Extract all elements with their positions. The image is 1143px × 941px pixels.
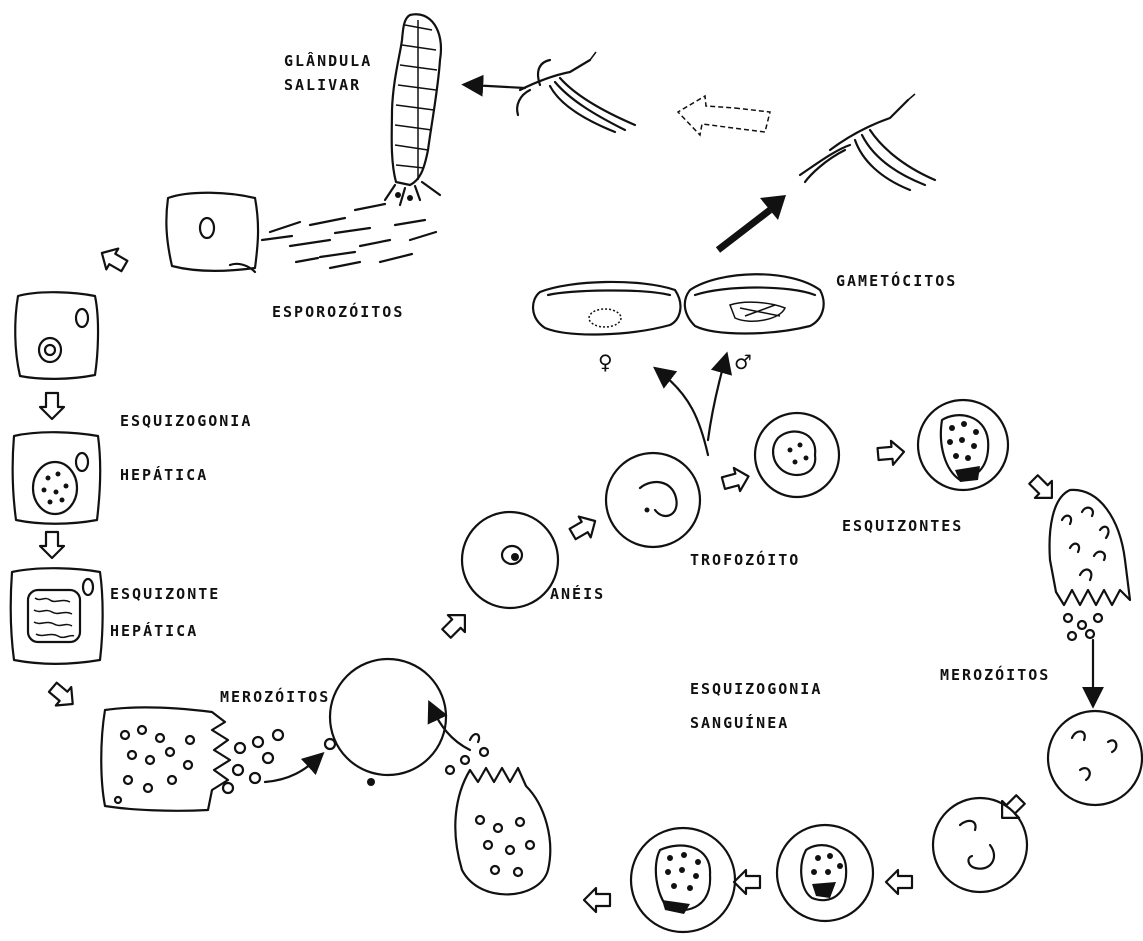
rupturing-cell-icon — [446, 734, 550, 894]
hepatic-rupture-icon — [101, 707, 283, 810]
hepatic-schizogony-label-1: ESQUIZOGONIA — [120, 412, 252, 430]
sporozoites-label: ESPOROZÓITOS — [272, 303, 404, 321]
red-blood-cell-icon — [462, 512, 558, 608]
male-symbol: ♂ — [734, 350, 752, 374]
hollow-arrow-icon — [40, 393, 64, 419]
hollow-arrow-icon — [96, 243, 131, 277]
red-blood-cell-icon — [1048, 711, 1142, 805]
solid-arrow-icon — [718, 210, 770, 250]
hollow-arrow-icon — [40, 532, 64, 558]
salivary-gland-icon — [385, 14, 441, 205]
red-blood-cell-icon — [631, 828, 735, 932]
merozoites-right-label: MEROZÓITOS — [940, 666, 1050, 684]
hollow-arrow-icon — [567, 511, 602, 545]
merozoite-arrow — [432, 708, 470, 750]
hepatic-schizont-label-2: HEPÁTICA — [110, 622, 198, 640]
merozoites-left-label: MEROZÓITOS — [220, 688, 330, 706]
hollow-arrow-icon — [45, 678, 80, 713]
male-gametocyte-icon — [685, 274, 824, 333]
red-blood-cell-icon — [606, 453, 700, 547]
hepatic-schizont-label-1: ESQUIZONTE — [110, 585, 220, 603]
hepatic-schizogony-label-2: HEPÁTICA — [120, 466, 208, 484]
rupturing-cell-icon — [1050, 490, 1130, 640]
salivary-gland-label-1: GLÂNDULA — [284, 52, 372, 70]
hollow-arrow-icon — [886, 870, 912, 894]
hepatocyte-icon — [13, 432, 101, 524]
red-blood-cell-icon — [918, 400, 1008, 490]
hollow-arrow-icon — [877, 440, 905, 466]
trophozoite-label: TROFOZÓITO — [690, 551, 800, 569]
dashed-arrow-icon — [678, 96, 770, 135]
merozoite-arrow — [265, 758, 318, 782]
hollow-arrow-icon — [1025, 471, 1060, 506]
sporozoites-group — [262, 204, 436, 268]
hollow-arrow-icon — [720, 465, 751, 495]
gametocyte-arrow — [660, 372, 708, 455]
hepatocyte-icon — [166, 193, 258, 272]
mosquito-icon — [517, 52, 635, 132]
hepatocyte-icon — [11, 568, 103, 664]
salivary-gland-label-2: SALIVAR — [284, 76, 361, 94]
hollow-arrow-icon — [584, 888, 610, 912]
red-blood-cell-icon — [325, 659, 446, 786]
gland-arrow — [470, 85, 525, 88]
gametocytes-label: GAMETÓCITOS — [836, 272, 957, 290]
schizonts-label: ESQUIZONTES — [842, 517, 963, 535]
mosquito-icon — [800, 94, 935, 190]
red-blood-cell-icon — [933, 798, 1027, 892]
gametocyte-arrow — [708, 360, 725, 440]
rings-label: ANÉIS — [550, 585, 605, 603]
hollow-arrow-icon — [438, 607, 473, 642]
female-symbol: ♀ — [598, 350, 613, 374]
hollow-arrow-icon — [734, 870, 760, 894]
blood-schizogony-label-2: SANGUÍNEA — [690, 714, 789, 732]
red-blood-cell-icon — [755, 413, 839, 497]
red-blood-cell-icon — [777, 825, 873, 921]
female-gametocyte-icon — [533, 282, 680, 335]
blood-schizogony-label-1: ESQUIZOGONIA — [690, 680, 822, 698]
hepatocyte-icon — [15, 292, 98, 379]
